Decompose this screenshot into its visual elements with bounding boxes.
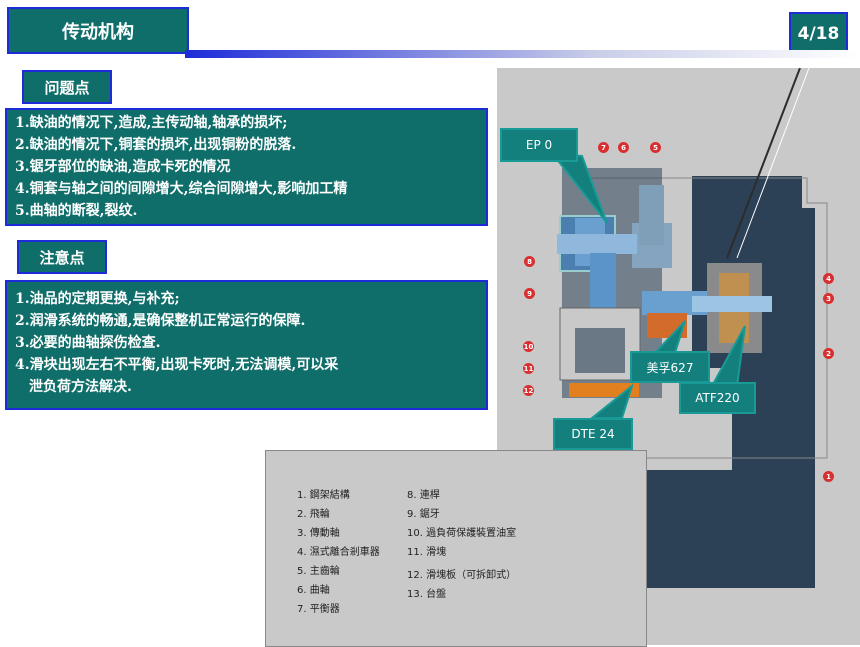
legend-item: 5. 主齒輪 — [297, 566, 340, 577]
legend-item: 2. 飛輪 — [297, 509, 330, 520]
problems-label: 问题点 — [22, 70, 112, 104]
title-divider — [185, 50, 860, 58]
note-item: 1.油品的定期更换,与补充; — [15, 291, 180, 307]
page-number: 4/18 — [789, 12, 848, 56]
part-marker: 2 — [823, 348, 834, 359]
part-marker: 5 — [650, 142, 661, 153]
page-title: 传动机构 — [7, 7, 189, 54]
callout-pointers — [549, 151, 746, 419]
legend-item: 12. 滑塊板（可拆卸式） — [407, 570, 517, 581]
problem-item: 3.锯牙部位的缺油,造成卡死的情况 — [15, 159, 231, 175]
legend-item: 4. 濕式離合剎車器 — [297, 547, 380, 558]
callout-meifu627: 美孚627 — [630, 351, 710, 383]
problem-item: 2.缺油的情况下,铜套的损坏,出现铜粉的脱落. — [15, 137, 297, 153]
legend-item: 8. 連桿 — [407, 490, 440, 501]
note-item: 3.必要的曲轴探伤检查. — [15, 335, 161, 351]
legend-item: 7. 平衡器 — [297, 604, 340, 615]
part-marker: 6 — [618, 142, 629, 153]
note-item: 4.滑块出现左右不平衡,出现卡死时,无法调模,可以采 — [15, 357, 339, 373]
callout-dte24: DTE 24 — [553, 418, 633, 450]
notes-label: 注意点 — [17, 240, 107, 274]
legend-item: 13. 台盤 — [407, 589, 447, 600]
problem-item: 1.缺油的情况下,造成,主传动轴,轴承的损坏; — [15, 115, 288, 131]
problem-item: 5.曲轴的断裂,裂纹. — [15, 203, 138, 219]
legend-item: 9. 鋸牙 — [407, 509, 440, 520]
legend-item: 11. 滑塊 — [407, 547, 447, 558]
callout-ep0: EP 0 — [500, 128, 578, 162]
note-item: 2.润滑系统的畅通,是确保整机正常运行的保障. — [15, 313, 306, 329]
legend-item: 3. 傳動軸 — [297, 528, 340, 539]
part-marker: 12 — [523, 385, 534, 396]
legend-item: 1. 鋼架結構 — [297, 490, 350, 501]
legend-item: 10. 過負荷保護裝置油室 — [407, 528, 517, 539]
notes-list: 1.油品的定期更换,与补充; 2.润滑系统的畅通,是确保整机正常运行的保障. 3… — [5, 280, 488, 410]
part-marker: 1 — [823, 471, 834, 482]
problem-item: 4.铜套与轴之间的间隙增大,综合间隙增大,影响加工精 — [15, 181, 348, 197]
part-marker: 10 — [523, 341, 534, 352]
parts-legend: 1. 鋼架結構 2. 飛輪 3. 傳動軸 4. 濕式離合剎車器 5. 主齒輪 6… — [265, 450, 647, 647]
part-marker: 3 — [823, 293, 834, 304]
part-marker: 9 — [524, 288, 535, 299]
callout-atf220: ATF220 — [679, 382, 756, 414]
part-marker: 4 — [823, 273, 834, 284]
problems-list: 1.缺油的情况下,造成,主传动轴,轴承的损坏; 2.缺油的情况下,铜套的损坏,出… — [5, 108, 488, 226]
note-item: 泄负荷方法解决. — [29, 379, 132, 395]
part-marker: 8 — [524, 256, 535, 267]
legend-item: 6. 曲軸 — [297, 585, 330, 596]
part-marker: 7 — [598, 142, 609, 153]
part-marker: 11 — [523, 363, 534, 374]
